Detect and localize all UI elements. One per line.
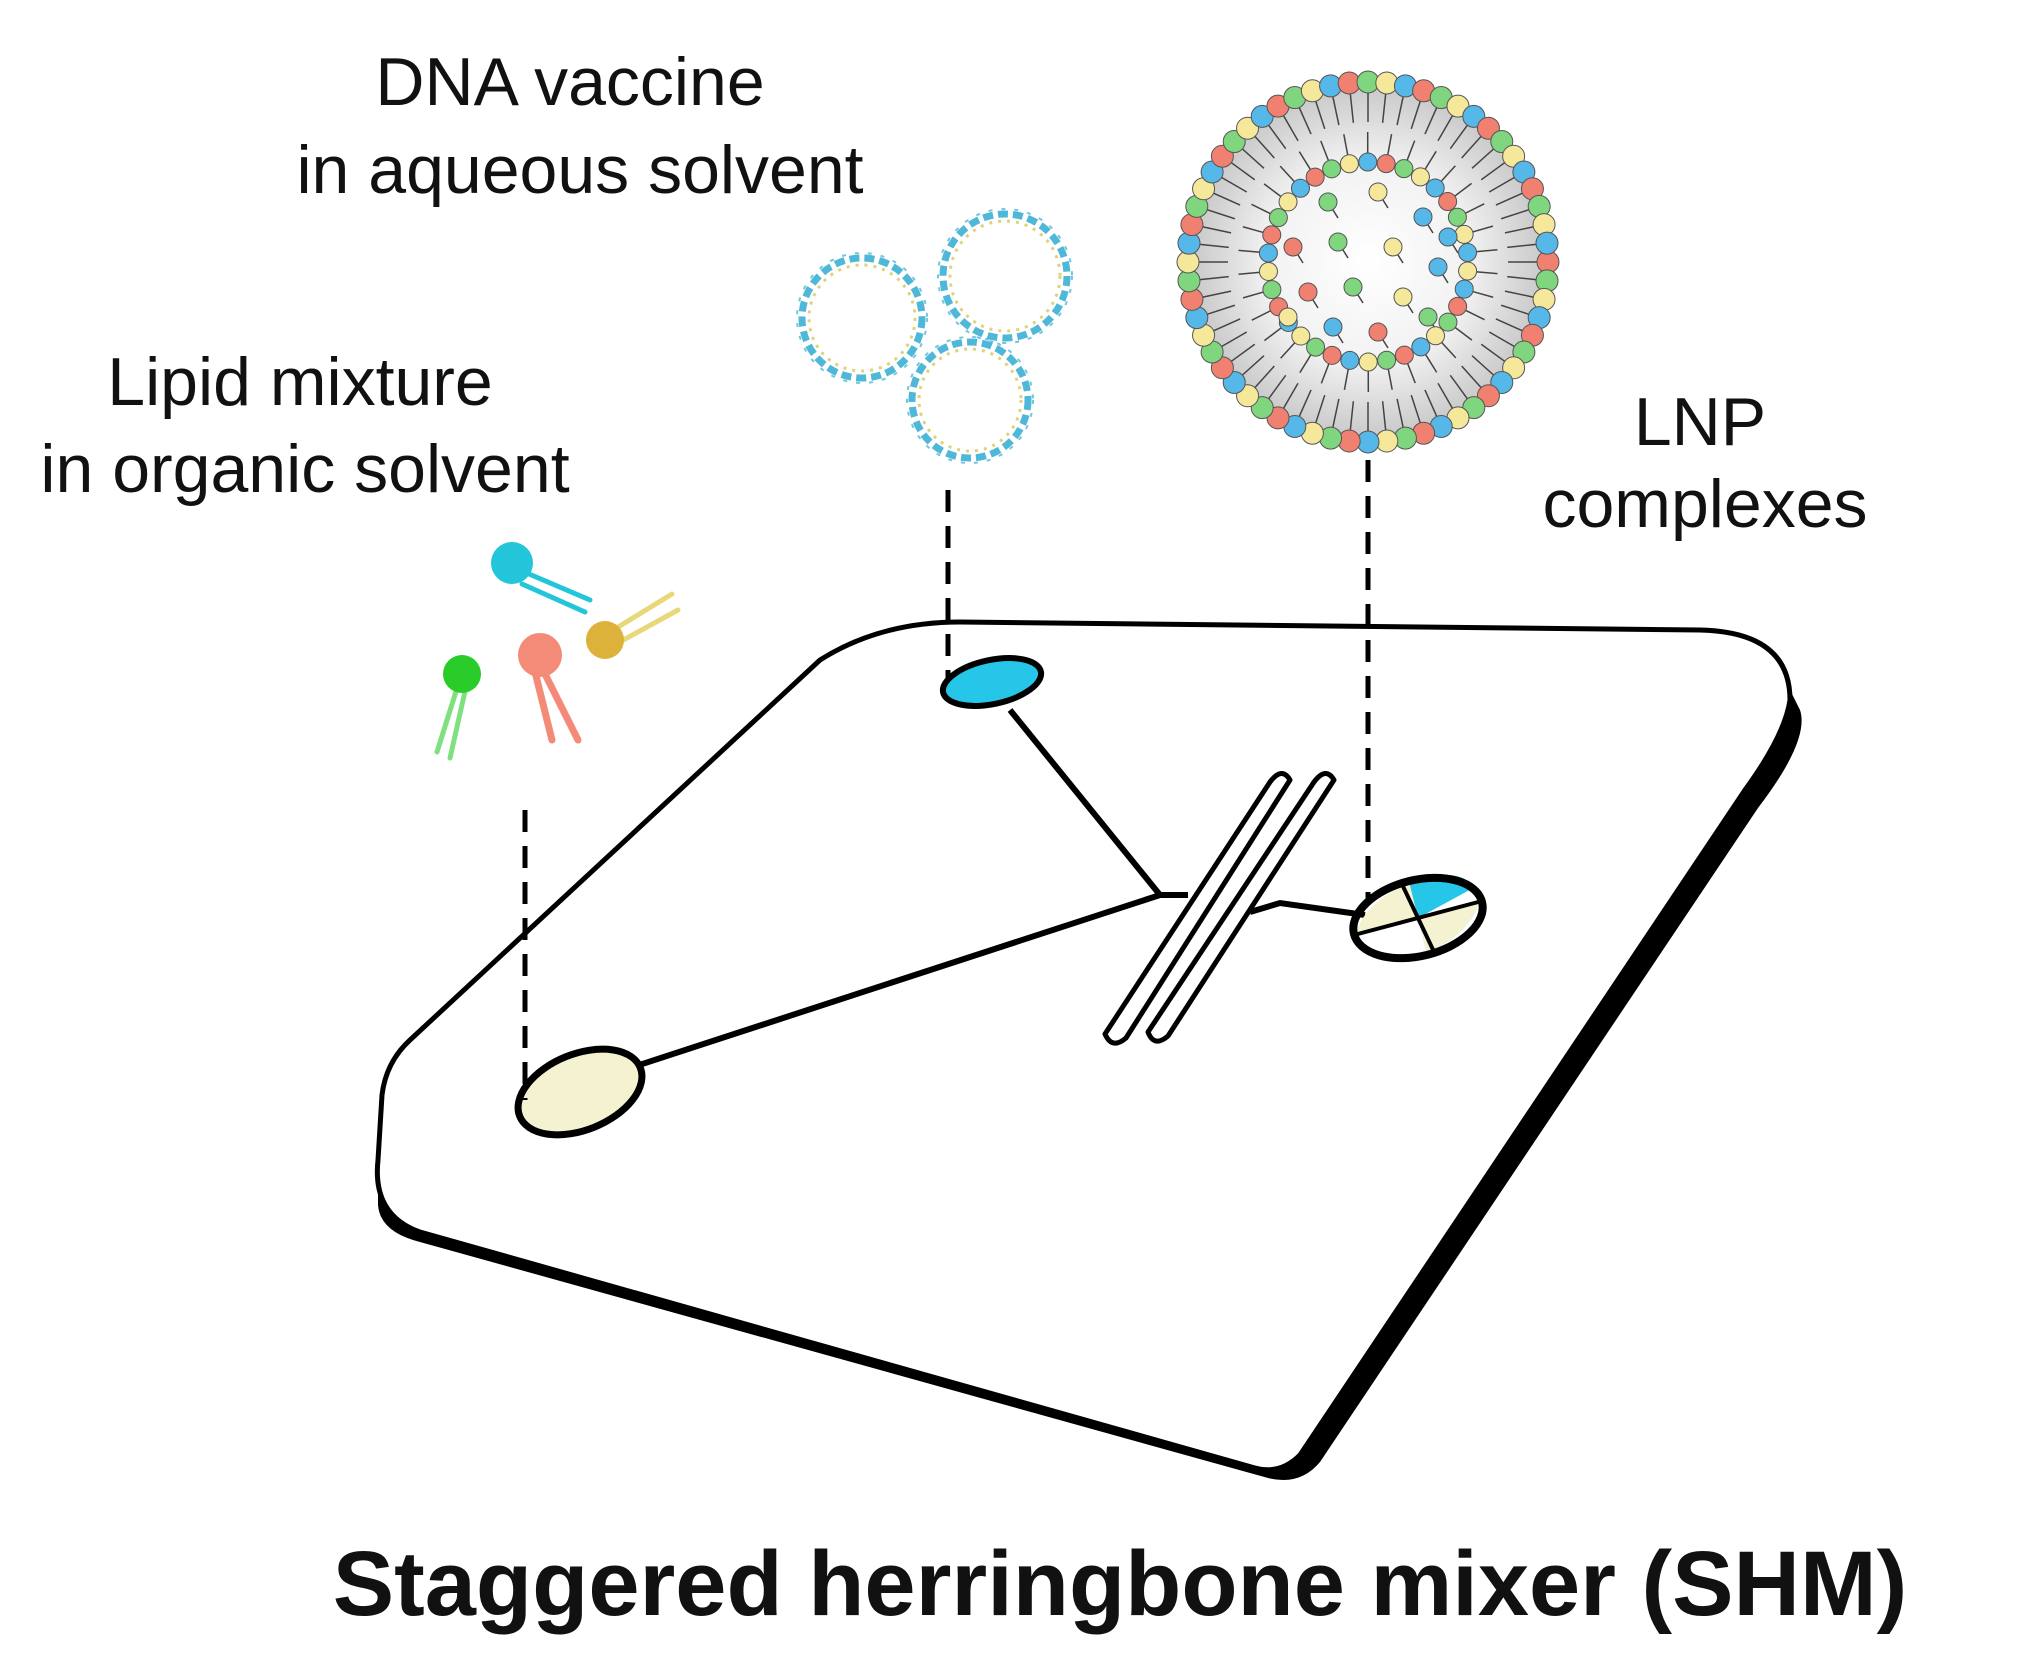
lipid-label-line2: in organic solvent	[40, 431, 569, 507]
lipid-salmon	[518, 633, 582, 744]
aqueous-inlet	[939, 655, 1045, 709]
lipid-gold	[586, 591, 681, 659]
lnp-core	[1183, 77, 1553, 447]
lnp-label-line1: LNP	[1634, 384, 1766, 460]
lipid-nanoparticle-icon	[1176, 70, 1560, 454]
dna-label-line1: DNA vaccine	[375, 44, 764, 120]
organic-channel	[629, 892, 1161, 1071]
plasmid-ring	[906, 336, 1034, 464]
plasmid-ring	[796, 252, 928, 384]
outlet-port	[1349, 873, 1487, 963]
plasmid-ring	[937, 208, 1073, 344]
lipid-green	[434, 655, 481, 761]
plasmid-dna-icon	[796, 208, 1073, 464]
labels: DNA vaccine in aqueous solvent Lipid mix…	[40, 44, 1907, 1635]
lipid-cyan	[491, 542, 593, 615]
organic-inlet	[514, 1045, 646, 1139]
leader-lines	[522, 460, 1371, 1100]
herringbone-mixer	[1102, 771, 1337, 1046]
aqueous-channel	[1007, 708, 1163, 897]
diagram-title: Staggered herringbone mixer (SHM)	[333, 1533, 1907, 1635]
dna-label-line2: in aqueous solvent	[296, 132, 863, 208]
microfluidic-chip	[374, 619, 1802, 1480]
lipid-molecules-icon	[434, 542, 681, 761]
lnp-label-line2: complexes	[1542, 466, 1867, 542]
outlet-channel	[1249, 899, 1366, 918]
lipid-label-line1: Lipid mixture	[107, 344, 493, 420]
lnp-lipid-heads	[1176, 70, 1560, 454]
chip-top-surface	[374, 619, 1793, 1473]
